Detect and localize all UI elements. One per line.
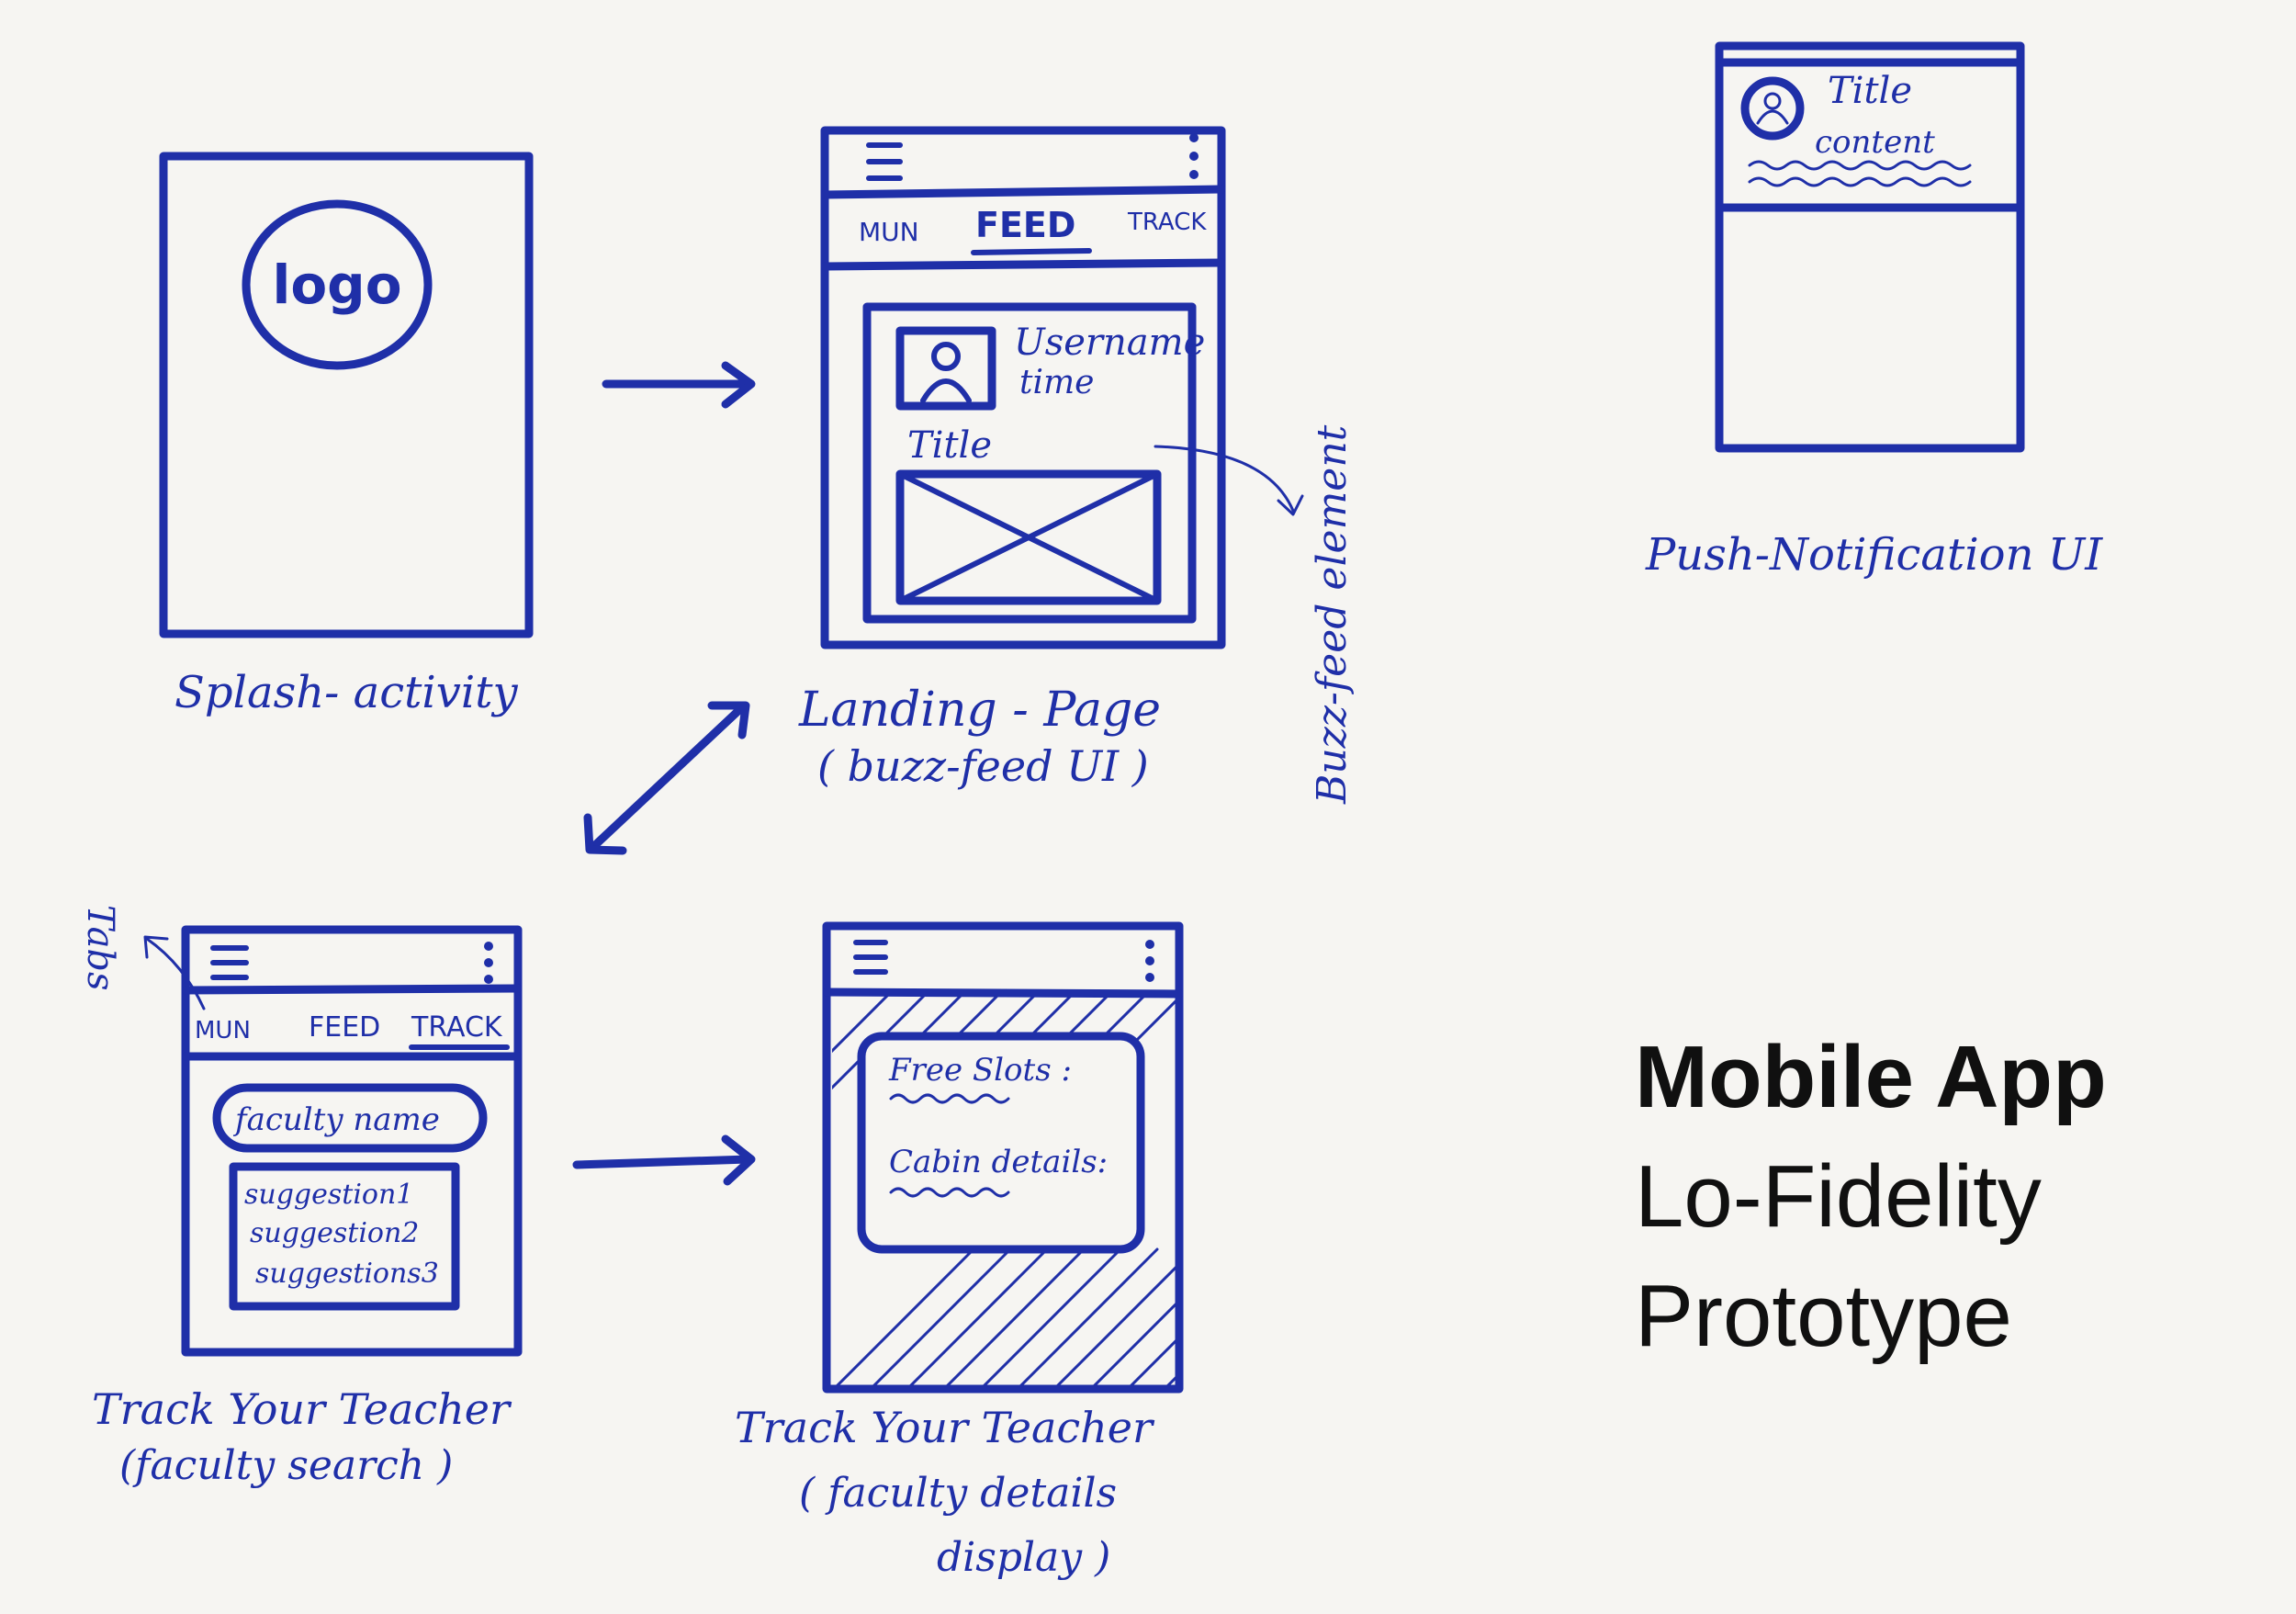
- suggestion-2: suggestion2: [250, 1217, 419, 1249]
- details-caption-3: display ): [937, 1534, 1110, 1581]
- tab-mun: MUN: [195, 1017, 251, 1044]
- post-time: time: [1019, 364, 1094, 401]
- faculty-search-field: [212, 1083, 488, 1153]
- more-vertical-icon: [484, 942, 493, 984]
- search-screen: MUN FEED TRACK faculty name suggestion1 …: [92, 925, 523, 1489]
- logo-label: logo: [272, 254, 401, 316]
- suggestion-3: suggestions3: [255, 1258, 439, 1290]
- arrow-search-to-details: [572, 1134, 756, 1186]
- suggestion-1: suggestion1: [244, 1179, 413, 1211]
- tab-feed-active: FEED: [975, 205, 1075, 245]
- splash-caption: Splash- activity: [174, 667, 519, 718]
- splash-frame: [159, 152, 534, 638]
- cabin-details-label: Cabin details:: [889, 1144, 1108, 1180]
- hamburger-icon: [866, 142, 903, 181]
- tab-track-active: TRACK: [411, 1011, 503, 1044]
- details-frame: [822, 921, 1184, 1394]
- tab-track: TRACK: [1127, 209, 1207, 236]
- landing-screen: MUN FEED TRACK Username time Title Landi…: [798, 126, 1226, 791]
- more-vertical-icon: [1145, 940, 1154, 982]
- prototype-title: Mobile App Lo-Fidelity Prototype: [1635, 1018, 2223, 1376]
- feed-card: [862, 302, 1197, 624]
- arrow-landing-search: [583, 701, 750, 855]
- push-content: content: [1815, 124, 1935, 161]
- post-title: Title: [907, 424, 992, 467]
- title-line-1: Mobile App: [1635, 1028, 2107, 1126]
- faculty-details-card: [857, 1032, 1145, 1254]
- tab-mun: MUN: [859, 217, 919, 247]
- user-avatar-box: [895, 326, 996, 411]
- search-frame: [181, 925, 523, 1357]
- push-title: Title: [1828, 70, 1912, 112]
- user-icon: [1756, 92, 1789, 125]
- tabs-annotation: Tabs: [79, 905, 206, 1010]
- hamburger-icon: [210, 945, 249, 980]
- post-username: Username: [1014, 322, 1205, 364]
- image-placeholder: [895, 469, 1162, 605]
- landing-frame: [820, 126, 1226, 649]
- search-caption-1: Track Your Teacher: [92, 1384, 512, 1434]
- title-line-2: Lo-Fidelity: [1635, 1147, 2042, 1246]
- hamburger-icon: [853, 940, 888, 975]
- free-slots-label: Free Slots :: [888, 1052, 1072, 1089]
- more-vertical-icon: [1189, 133, 1199, 179]
- landing-caption-1: Landing - Page: [798, 683, 1161, 738]
- tab-feed: FEED: [309, 1011, 380, 1044]
- landing-caption-2: ( buzz-feed UI ): [817, 741, 1149, 791]
- suggestion-list: [229, 1162, 460, 1311]
- splash-screen: logo Splash- activity: [159, 152, 534, 718]
- faculty-search-placeholder: faculty name: [232, 1101, 440, 1138]
- user-icon: [920, 342, 972, 403]
- details-caption-1: Track Your Teacher: [735, 1403, 1155, 1452]
- push-frame: [1715, 41, 2025, 453]
- push-avatar: [1740, 76, 1805, 141]
- buzzfeed-annotation: Buzz-feed element: [1154, 424, 1356, 805]
- push-screen: Title content Push-Notification UI: [1645, 41, 2103, 581]
- push-caption: Push-Notification UI: [1645, 529, 2103, 581]
- details-caption-2: ( faculty details: [799, 1470, 1117, 1517]
- arrow-splash-to-landing: [602, 361, 756, 409]
- tabs-annotation-label: Tabs: [79, 905, 121, 991]
- buzzfeed-annotation-label: Buzz-feed element: [1309, 424, 1356, 805]
- logo-circle: [242, 199, 433, 370]
- title-line-3: Prototype: [1635, 1267, 2012, 1365]
- details-screen: Free Slots : Cabin details: Track Your T…: [735, 921, 1184, 1581]
- search-caption-2: (faculty search ): [119, 1442, 453, 1489]
